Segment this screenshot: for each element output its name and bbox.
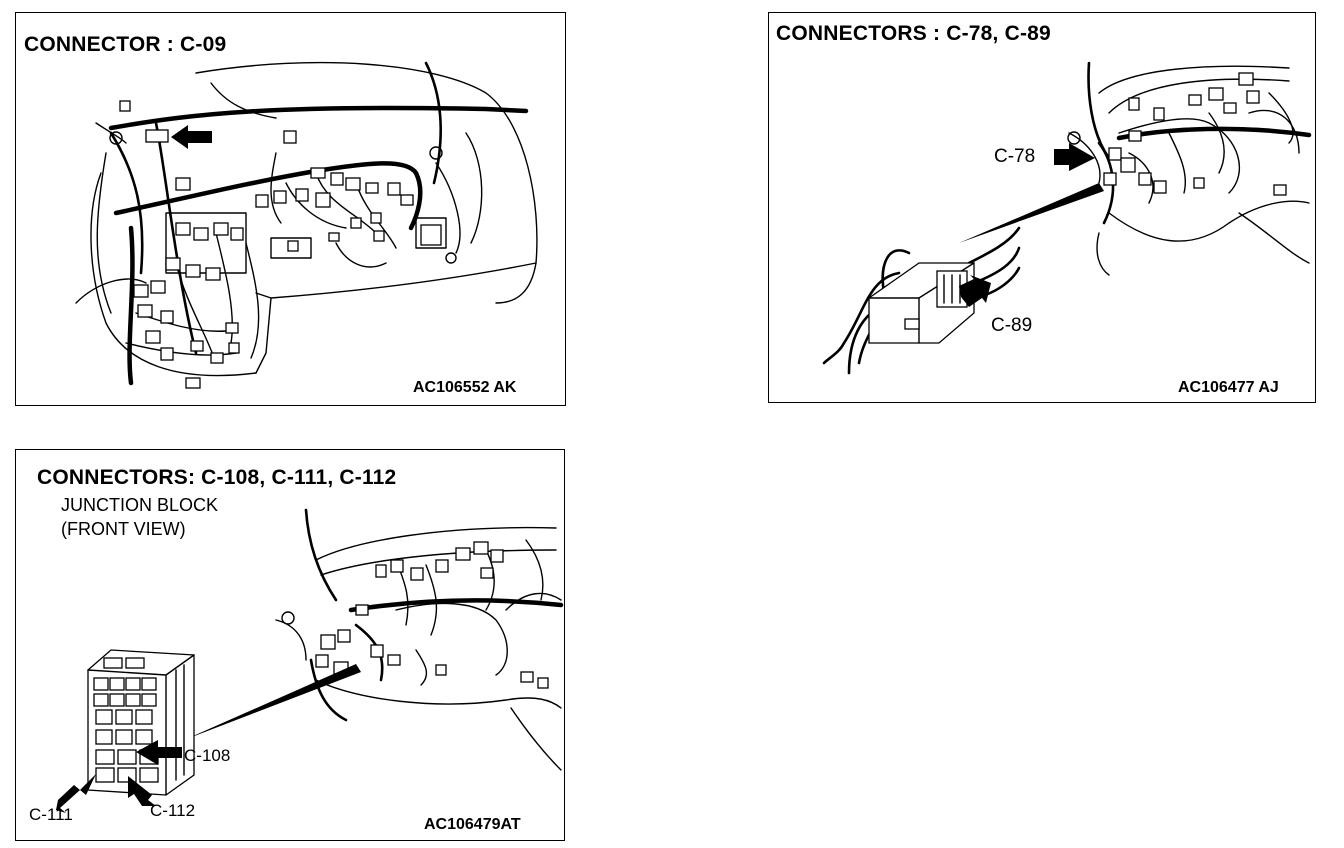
dashboard-harness-illustration	[822, 61, 1312, 375]
diagram-panel-c09: CONNECTOR : C-09	[15, 12, 566, 406]
label-c111: C-111	[29, 805, 73, 824]
label-c112: C-112	[150, 801, 196, 820]
diagram-panel-c78-c89: CONNECTORS : C-78, C-89	[768, 12, 1316, 403]
pointer-arrow	[959, 143, 1095, 307]
figure-code: AC106477 AJ	[1178, 379, 1279, 396]
label-c78: C-78	[994, 146, 1036, 167]
pointer-arrow	[171, 125, 212, 149]
label-c108: C-108	[184, 746, 231, 765]
subtitle-line-2: (FRONT VIEW)	[61, 519, 186, 539]
pointer-arrow	[56, 740, 182, 813]
dashboard-harness-illustration	[75, 61, 538, 389]
subtitle-line-1: JUNCTION BLOCK	[61, 495, 219, 515]
diagram-panel-c108-c111-c112: CONNECTORS: C-108, C-111, C-112 JUNCTION…	[15, 449, 565, 841]
dashboard-harness-illustration	[184, 508, 564, 771]
figure-code: AC106479AT	[424, 816, 521, 833]
panel-title: CONNECTORS : C-78, C-89	[776, 22, 1051, 45]
figure-code: AC106552 AK	[413, 379, 517, 396]
fuse-grid	[93, 677, 159, 783]
junction-block-illustration	[87, 649, 195, 796]
label-c89: C-89	[991, 315, 1033, 336]
panel-title: CONNECTOR : C-09	[24, 33, 227, 56]
panel-title: CONNECTORS: C-108, C-111, C-112	[37, 466, 397, 489]
